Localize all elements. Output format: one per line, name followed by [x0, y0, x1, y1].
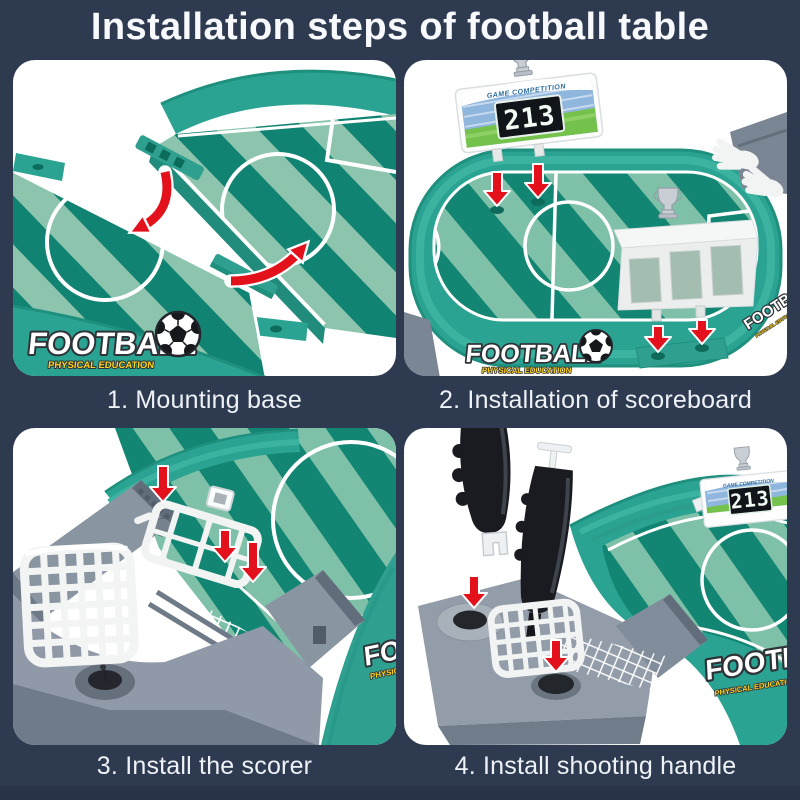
red-down-arrow-icon	[239, 541, 267, 583]
red-down-arrow-icon	[688, 319, 716, 345]
football-logo: FOOTBALL PHYSICAL EDUCATION	[24, 310, 202, 372]
logo-tagline: PHYSICAL EDUCATION	[481, 366, 572, 375]
red-curved-arrow-right-icon	[224, 251, 300, 288]
scoreboard-header: GAME COMPETITION	[723, 478, 775, 489]
red-down-arrow-icon	[542, 639, 570, 673]
shooting-handle	[452, 428, 511, 557]
handle-clip	[481, 531, 509, 557]
corner-piece	[404, 312, 440, 376]
hand-icon	[712, 138, 784, 197]
step-panel-scorer: FOOTBALL PHYSICAL EDUCATION	[13, 428, 396, 745]
goal-cage	[487, 598, 585, 678]
step-panel-mounting-base: FOOTBALL PHYSICAL EDUCATION	[13, 60, 396, 376]
scoreboard: GAME COMPETITION 213	[454, 60, 604, 163]
red-curved-arrow-left-icon	[141, 165, 174, 227]
bottom-edge-strip	[0, 786, 800, 800]
red-down-arrow-icon	[524, 163, 552, 199]
red-down-arrow-icon	[149, 465, 177, 503]
logo-tagline: PHYSICAL EDUCATION	[47, 360, 154, 371]
step1-illustration: FOOTBALL PHYSICAL EDUCATION	[13, 69, 396, 376]
step2-illustration: GAME COMPETITION 213	[404, 60, 787, 376]
football-logo-partial: FOOTBALL PHYSICAL EDUCATION	[360, 609, 396, 682]
red-down-arrow-icon	[211, 529, 239, 563]
football-logo: FOOTBALL PHYSICAL EDUCATION	[462, 329, 613, 376]
scoreboard-score: 213	[502, 100, 557, 137]
handle-socket-hole	[538, 674, 574, 694]
step4-caption: 4. Install shooting handle	[454, 752, 737, 780]
goal-cage	[19, 542, 139, 668]
table-wall-right: FOOTBALL PHYSICAL EDUCATION	[321, 552, 396, 745]
step2-caption: 2. Installation of scoreboard	[439, 386, 752, 414]
page-title: Installation steps of football table	[90, 6, 710, 48]
scoreboard-score: 213	[729, 486, 770, 514]
soccer-ball-icon	[154, 310, 202, 358]
step4-illustration: GAME COMPETITION 213 FOOTBALL PHYSICAL E…	[418, 428, 787, 745]
step3-caption: 3. Install the scorer	[96, 752, 313, 780]
step-panel-handle: GAME COMPETITION 213 FOOTBALL PHYSICAL E…	[404, 428, 787, 745]
red-down-arrow-icon	[483, 171, 511, 207]
step-panel-scoreboard: GAME COMPETITION 213	[404, 60, 787, 376]
scoreboard-small: GAME COMPETITION 213	[691, 446, 787, 528]
scorer-bead	[205, 485, 235, 512]
handle-pin	[537, 441, 572, 454]
handle-socket-hole	[453, 610, 487, 630]
red-down-arrow-icon	[460, 575, 488, 609]
connector-ledge	[135, 135, 204, 181]
step1-caption: 1. Mounting base	[107, 386, 302, 414]
goal-end-corner	[712, 112, 787, 197]
field-half-right	[135, 69, 396, 344]
goal-shelf	[613, 187, 759, 322]
red-down-arrow-icon	[644, 325, 672, 353]
step3-illustration: FOOTBALL PHYSICAL EDUCATION	[13, 428, 396, 745]
soccer-ball-icon	[579, 329, 613, 363]
